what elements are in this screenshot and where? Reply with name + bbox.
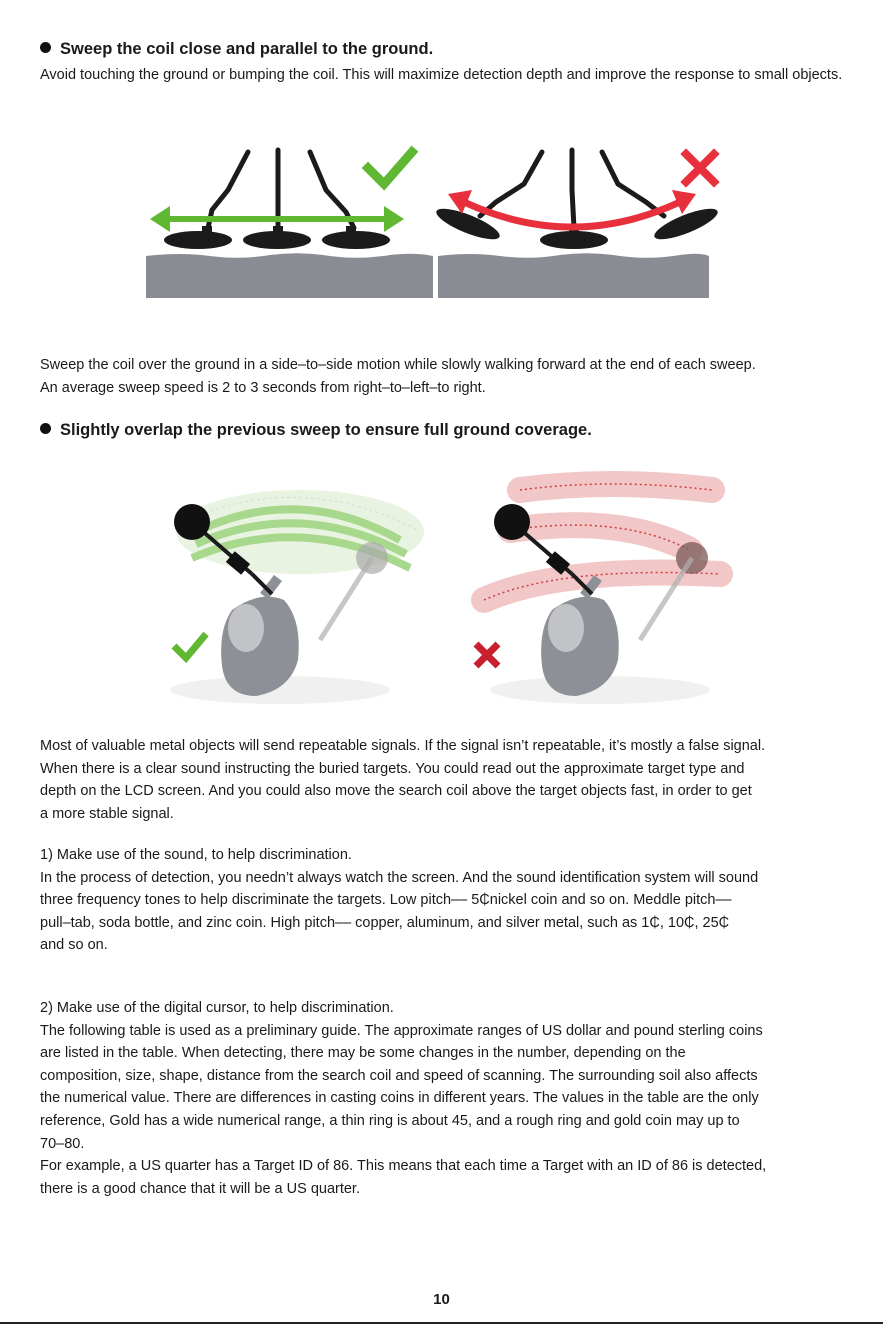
figure-sweep-overlap bbox=[170, 471, 733, 704]
signal-paragraph: Most of valuable metal objects will send… bbox=[40, 735, 850, 825]
section-heading-text: Slightly overlap the previous sweep to e… bbox=[60, 421, 592, 439]
item-heading: 1) Make use of the sound, to help discri… bbox=[40, 847, 352, 863]
paragraph-line: three frequency tones to help discrimina… bbox=[40, 892, 732, 909]
paragraph-line: Most of valuable metal objects will send… bbox=[40, 738, 766, 754]
page-number: 10 bbox=[433, 1291, 450, 1308]
section-heading-overlap: Slightly overlap the previous sweep to e… bbox=[40, 421, 592, 440]
bullet-icon bbox=[40, 42, 51, 53]
paragraph-line: and so on. bbox=[40, 937, 108, 954]
green-double-arrow bbox=[150, 206, 404, 232]
section-heading-text: Sweep the coil close and parallel to the… bbox=[60, 40, 434, 58]
section-paragraph: Avoid touching the ground or bumping the… bbox=[40, 64, 850, 87]
sweep-paragraph: Sweep the coil over the ground in a side… bbox=[40, 354, 850, 399]
paragraph-line: When there is a clear sound instructing … bbox=[40, 760, 745, 777]
figure-sweep-parallel bbox=[146, 145, 720, 298]
paragraph-line: are listed in the table. When detecting,… bbox=[40, 1045, 686, 1062]
paragraph-line: pull–tab, soda bottle, and zinc coin. Hi… bbox=[40, 914, 730, 931]
paragraph-line: reference, Gold has a wide numerical ran… bbox=[40, 1112, 740, 1129]
paragraph-text: Avoid touching the ground or bumping the… bbox=[40, 67, 843, 83]
detector-heads-right bbox=[436, 208, 718, 249]
ground-right bbox=[438, 253, 709, 298]
paragraph-line: 70–80. bbox=[40, 1135, 85, 1152]
paragraph-line: For example, a US quarter has a Target I… bbox=[40, 1158, 767, 1175]
red-curved-arrow bbox=[448, 190, 696, 231]
paragraph-line: The following table is used as a prelimi… bbox=[40, 1022, 763, 1039]
person-left bbox=[170, 574, 390, 704]
bullet-icon bbox=[40, 423, 51, 434]
section-heading-sweep: Sweep the coil close and parallel to the… bbox=[40, 40, 433, 59]
check-icon bbox=[361, 145, 419, 191]
paragraph-line: composition, size, shape, distance from … bbox=[40, 1067, 758, 1084]
detector-left bbox=[174, 504, 388, 642]
paragraph-line: An average sweep speed is 2 to 3 seconds… bbox=[40, 379, 486, 396]
item-digital-cursor: 2) Make use of the digital cursor, to he… bbox=[40, 997, 850, 1200]
cross-icon bbox=[473, 641, 501, 669]
paragraph-line: depth on the LCD screen. And you could a… bbox=[40, 783, 752, 800]
paragraph-line: Sweep the coil over the ground in a side… bbox=[40, 357, 756, 373]
person-right bbox=[490, 574, 710, 704]
item-sound-discrimination: 1) Make use of the sound, to help discri… bbox=[40, 844, 850, 957]
cross-icon bbox=[680, 148, 720, 188]
paragraph-line: the numerical value. There are differenc… bbox=[40, 1090, 759, 1107]
paragraph-line: In the process of detection, you needn’t… bbox=[40, 869, 759, 886]
detector-right bbox=[494, 504, 708, 642]
item-heading: 2) Make use of the digital cursor, to he… bbox=[40, 1000, 394, 1016]
separated-sweep-right bbox=[471, 471, 733, 613]
check-icon bbox=[171, 631, 209, 664]
paragraph-line: there is a good chance that it will be a… bbox=[40, 1180, 360, 1197]
ground-left bbox=[146, 253, 433, 298]
paragraph-line: a more stable signal. bbox=[40, 805, 174, 822]
detector-heads-left bbox=[164, 226, 390, 249]
bottom-rule bbox=[0, 1322, 883, 1324]
